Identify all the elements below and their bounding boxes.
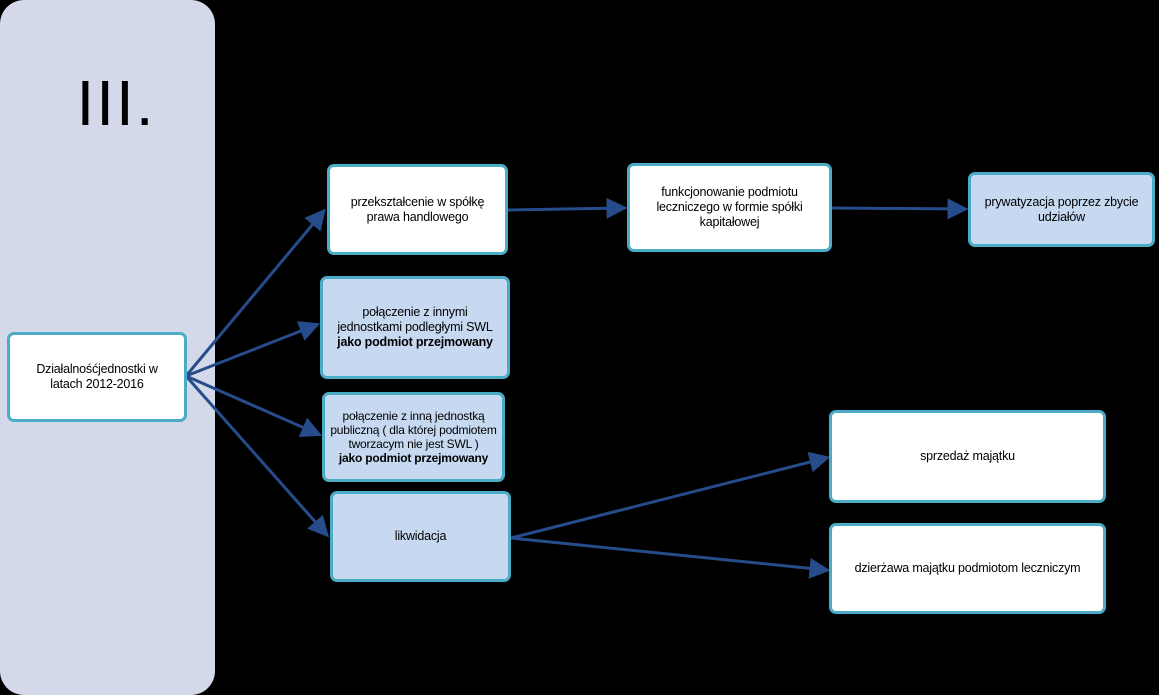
node-merge-swl-content: połączenie z innymi jednostkami podległy… bbox=[329, 305, 501, 350]
node-privatize-label: prywatyzacja poprzez zbycie udziałów bbox=[984, 194, 1139, 224]
node-liquidation: likwidacja bbox=[330, 491, 511, 582]
node-operate-label: funkcjonowanie podmiotu leczniczego w fo… bbox=[656, 185, 803, 229]
node-root-activity: Działalnośćjednostki w latach 2012-2016 bbox=[7, 332, 187, 422]
node-merge-public-content: połączenie z inną jednostką publiczną ( … bbox=[329, 409, 498, 465]
node-merge-swl: połączenie z innymi jednostkami podległy… bbox=[320, 276, 510, 379]
arrow-liquidation-to-lease bbox=[510, 536, 831, 579]
node-merge-public-bold-label: jako podmiot przejmowany bbox=[338, 451, 489, 465]
node-merge-swl-label: połączenie z innymi jednostkami podległy… bbox=[337, 305, 493, 334]
node-asset-sale: sprzedaż majątku bbox=[829, 410, 1106, 503]
node-asset-lease: dzierżawa majątku podmiotom leczniczym bbox=[829, 523, 1106, 614]
node-merge-public-label: połączenie z inną jednostką publiczną ( … bbox=[330, 409, 497, 451]
arrow-liquidation-to-sale bbox=[510, 451, 831, 540]
section-number: III. bbox=[76, 67, 156, 139]
node-merge-public: połączenie z inną jednostką publiczną ( … bbox=[322, 392, 505, 482]
node-transform-company: przekształcenie w spółkę prawa handloweg… bbox=[327, 164, 508, 255]
node-operate-capital-company: funkcjonowanie podmiotu leczniczego w fo… bbox=[627, 163, 832, 252]
arrow-operate-to-privatize bbox=[831, 198, 969, 220]
node-root-label: Działalnośćjednostki w latach 2012-2016 bbox=[36, 362, 158, 391]
node-privatization: prywatyzacja poprzez zbycie udziałów bbox=[968, 172, 1155, 247]
node-sale-label: sprzedaż majątku bbox=[920, 449, 1015, 463]
node-merge-swl-bold-label: jako podmiot przejmowany bbox=[337, 335, 493, 349]
node-liquidation-label: likwidacja bbox=[394, 529, 447, 543]
node-lease-label: dzierżawa majątku podmiotom leczniczym bbox=[854, 561, 1081, 575]
node-transform-label: przekształcenie w spółkę prawa handloweg… bbox=[350, 194, 485, 224]
arrow-transform-to-operate bbox=[507, 197, 628, 219]
